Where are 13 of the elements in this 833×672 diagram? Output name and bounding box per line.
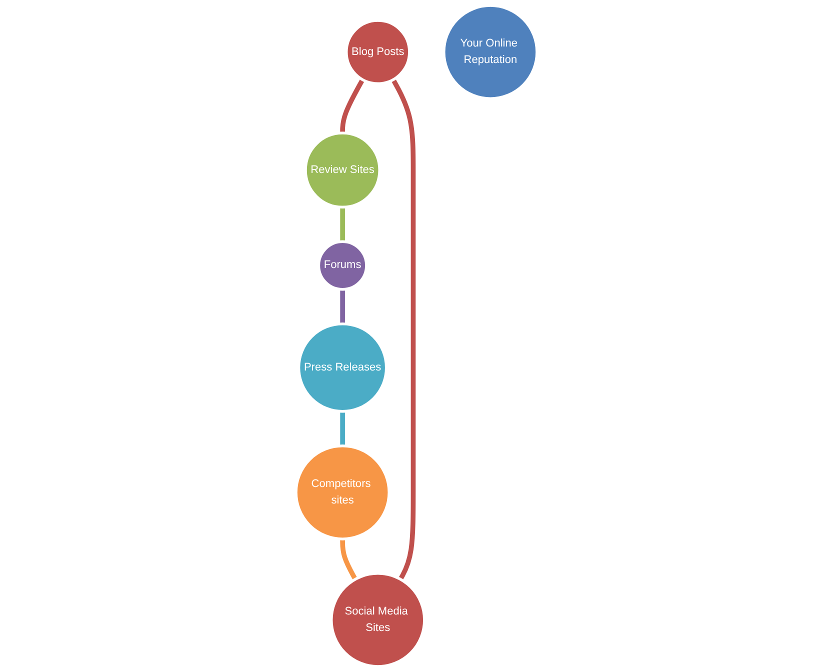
connector — [340, 538, 358, 580]
node-circle: Competitors sites — [294, 444, 390, 540]
node-circle: Blog Posts — [344, 19, 411, 85]
connector — [340, 78, 365, 134]
connector — [340, 411, 345, 446]
node-circle: Social Media Sites — [330, 572, 426, 668]
node-circle: Forums — [317, 240, 368, 291]
node-circle: Review Sites — [304, 132, 381, 209]
node-circle: Press Releases — [297, 322, 388, 413]
connector — [391, 78, 416, 580]
connector — [340, 207, 345, 242]
connector — [340, 289, 345, 324]
node-circle: Your Online Reputation — [442, 4, 538, 100]
